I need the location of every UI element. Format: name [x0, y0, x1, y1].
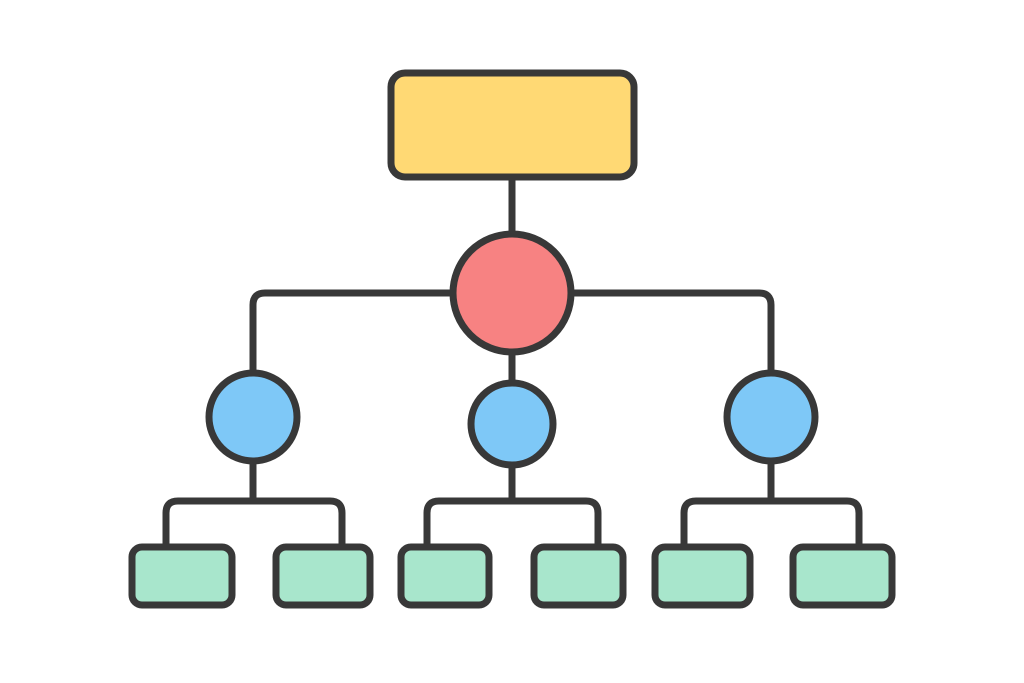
edge-hub-branch-left	[249, 289, 457, 377]
branch-node-branch-center	[467, 379, 557, 469]
diagram-nodes	[128, 69, 896, 609]
leaf-node-leaf-2	[272, 543, 374, 609]
leaf-node-leaf-4	[530, 543, 627, 609]
edge-branch-left-leaves	[162, 457, 346, 551]
edge-branch-center-leaves	[423, 461, 602, 551]
root-node-root	[387, 69, 638, 181]
branch-node-branch-left	[205, 369, 301, 465]
connector-lines	[162, 173, 863, 551]
hub-node-hub	[449, 230, 575, 356]
leaf-node-leaf-6	[789, 543, 896, 609]
leaf-node-leaf-5	[651, 543, 754, 609]
leaf-node-leaf-1	[128, 543, 236, 609]
edge-hub-branch-right	[567, 289, 775, 377]
branch-node-branch-right	[723, 369, 819, 465]
edge-branch-right-leaves	[680, 457, 863, 551]
leaf-node-leaf-3	[397, 543, 493, 609]
